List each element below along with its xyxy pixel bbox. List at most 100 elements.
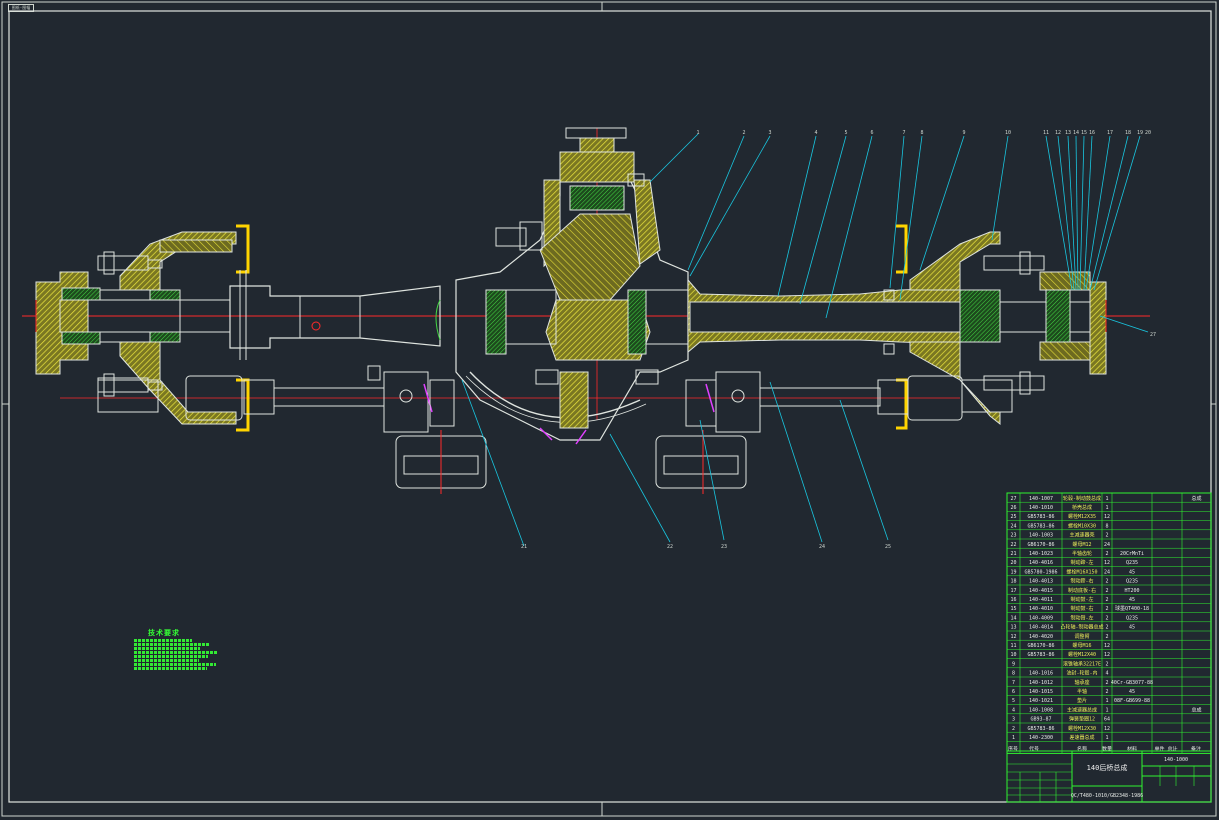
bom-cell: 2 [1105, 606, 1108, 612]
callout-number: 24 [819, 544, 825, 550]
bom-cell: 140-4020 [1029, 634, 1053, 640]
bom-cell: 2 [1105, 597, 1108, 603]
bom-cell: 2 [1105, 579, 1108, 585]
differential-housing [455, 127, 689, 445]
bom-cell: 14 [1010, 615, 1016, 621]
drawing-title: 140后桥总成 [1087, 763, 1128, 772]
bom-cell: 2 [1012, 726, 1015, 732]
callout-number: 5 [844, 130, 847, 136]
bom-cell: 2 [1105, 634, 1108, 640]
bom-cell: 2 [1105, 533, 1108, 539]
bom-cell: 64 [1104, 717, 1110, 723]
bom-cell: 17 [1010, 588, 1016, 594]
bom-cell: 制动臂-左 [1070, 614, 1093, 621]
bom-cell: 制动鼓-左 [1070, 596, 1093, 603]
bom-cell: Q235 [1126, 579, 1138, 585]
bom-header-cell: 数量 [1102, 745, 1112, 752]
note-line [134, 643, 209, 646]
bom-cell: Q235 [1126, 615, 1138, 621]
callout-number: 27 [1150, 332, 1156, 338]
bom-cell: 140-1021 [1029, 698, 1053, 704]
callout-number: 20 [1145, 130, 1151, 136]
bom-cell: 2 [1105, 551, 1108, 557]
bom-cell: 140-1012 [1029, 680, 1053, 686]
bom-cell: 140-1007 [1029, 496, 1053, 502]
bom-cell: 螺栓M12X35 [1068, 513, 1096, 520]
bom-cell: 差速器总成 [1069, 734, 1094, 741]
bom-cell: 24 [1010, 523, 1016, 529]
title-block: 140后桥总成 140-1000 QC/T480-1010/GB2348-198… [1006, 750, 1212, 803]
bom-cell: 1 [1012, 735, 1015, 741]
bom-cell: 球墨QT400-18 [1115, 605, 1149, 612]
bom-cell: 12 [1104, 560, 1110, 566]
bom-cell: 11 [1010, 643, 1016, 649]
bom-cell: 12 [1010, 634, 1016, 640]
bom-cell: 螺栓M10X30 [1068, 522, 1096, 529]
bom-cell: 22 [1010, 542, 1016, 548]
bom-header-cell: 代号 [1029, 745, 1039, 752]
callout-number: 22 [667, 544, 673, 550]
right-housing-tube [687, 278, 1091, 355]
bom-cell: 8 [1105, 523, 1108, 529]
bom-cell: 总成 [1191, 495, 1201, 502]
bom-cell: 20CrMnTi [1120, 551, 1144, 557]
bom-cell: 21 [1010, 551, 1016, 557]
bom-cell: 140-1010 [1029, 505, 1053, 511]
bom-cell: 24 [1104, 569, 1110, 575]
note-line [134, 667, 207, 670]
bom-cell: 垫片 [1077, 697, 1087, 704]
bom-cell: 1 [1105, 496, 1108, 502]
note-line [134, 655, 208, 658]
bom-cell: 制动底板-右 [1068, 587, 1096, 594]
bom-cell: 主减速器壳 [1069, 532, 1094, 539]
callout-number: 17 [1107, 130, 1113, 136]
bom-cell: 140-4009 [1029, 615, 1053, 621]
bom-cell: 12 [1104, 652, 1110, 658]
bom-cell: 26 [1010, 505, 1016, 511]
left-housing-tube [229, 270, 441, 360]
callout-number: 10 [1005, 130, 1011, 136]
bom-cell: GB5780-1986 [1024, 569, 1057, 575]
bom-cell: 6 [1012, 689, 1015, 695]
bom-cell: 19 [1010, 569, 1016, 575]
callout-number: 16 [1089, 130, 1095, 136]
right-brake-chamber [655, 371, 1013, 494]
bom-cell: 螺栓M16X150 [1066, 568, 1097, 575]
bom-cell: 1 [1105, 707, 1108, 713]
bom-header-cell: 名称 [1077, 745, 1087, 752]
callout-number: 11 [1043, 130, 1049, 136]
callout-number: 19 [1137, 130, 1143, 136]
bom-cell: 140-1015 [1029, 689, 1053, 695]
bom-cell: 9 [1012, 661, 1015, 667]
bom-cell: 桥壳总成 [1072, 504, 1092, 511]
bom-cell: 10 [1010, 652, 1016, 658]
bom-cell: 4 [1105, 671, 1108, 677]
technical-notes: 技术要求 [134, 628, 224, 670]
bom-header-cell: 单件 总计 [1154, 745, 1177, 752]
bom-cell: 25 [1010, 514, 1016, 520]
callout-number: 7 [902, 130, 905, 136]
callout-number: 9 [962, 130, 965, 136]
bom-cell: 2 [1105, 588, 1108, 594]
callout-number: 1 [696, 130, 699, 136]
bom-cell: 1 [1105, 698, 1108, 704]
bom-cell: 主减速器总成 [1067, 706, 1097, 713]
bom-cell: 140-4015 [1029, 588, 1053, 594]
bom-cell: 螺母M12 [1072, 541, 1091, 548]
callout-number: 18 [1125, 130, 1131, 136]
